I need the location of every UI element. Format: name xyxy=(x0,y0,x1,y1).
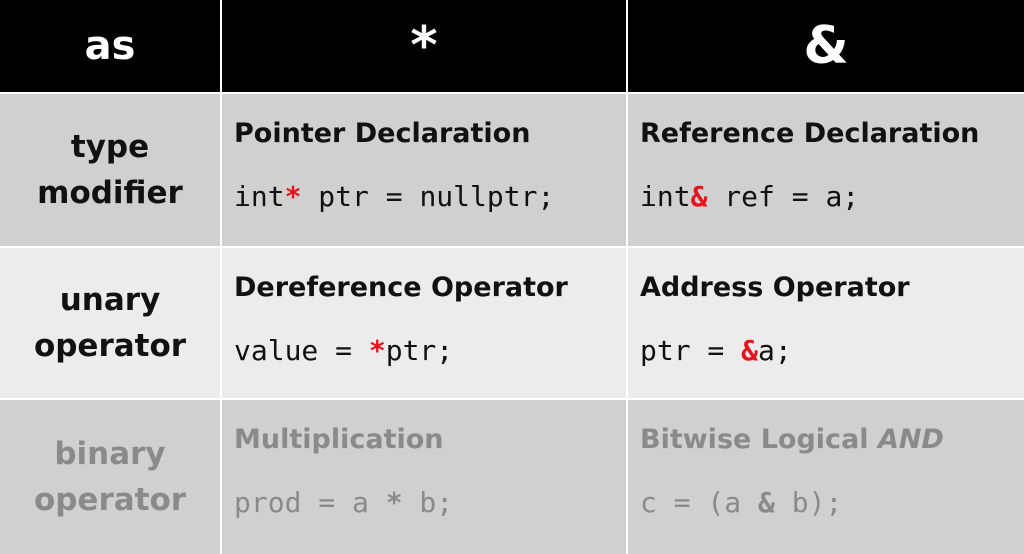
multiplication-title: Multiplication xyxy=(234,424,444,455)
bitwise-and-cell: Bitwise Logical AND c = (a & b); xyxy=(628,400,1024,554)
pointer-declaration-code: int* ptr = nullptr; xyxy=(234,180,555,213)
header-as-text: as xyxy=(84,23,136,69)
operator-highlight: & xyxy=(741,334,759,367)
operator-highlight: & xyxy=(690,180,708,213)
header-ampersand-text: & xyxy=(803,16,849,76)
reference-declaration-cell: Reference Declaration int& ref = a; xyxy=(628,94,1024,248)
label-line1: type xyxy=(70,129,150,165)
operator-symbol: & xyxy=(758,486,775,519)
label-line1: unary xyxy=(59,282,161,318)
row-type-modifier-label: type modifier xyxy=(0,94,222,248)
pointer-declaration-cell: Pointer Declaration int* ptr = nullptr; xyxy=(222,94,628,248)
multiplication-cell: Multiplication prod = a * b; xyxy=(222,400,628,554)
dereference-operator-code: value = *ptr; xyxy=(234,334,454,367)
dereference-operator-title: Dereference Operator xyxy=(234,272,568,303)
address-operator-title: Address Operator xyxy=(640,272,910,303)
pointer-declaration-title: Pointer Declaration xyxy=(234,118,531,149)
header-star: * xyxy=(222,0,628,94)
dereference-operator-cell: Dereference Operator value = *ptr; xyxy=(222,248,628,400)
reference-declaration-title: Reference Declaration xyxy=(640,118,980,149)
bitwise-and-code: c = (a & b); xyxy=(640,486,843,519)
header-star-text: * xyxy=(410,16,438,76)
label-line2: operator xyxy=(33,328,187,364)
row-unary-operator-label: unary operator xyxy=(0,248,222,400)
bitwise-and-title: Bitwise Logical AND xyxy=(640,424,944,455)
address-operator-code: ptr = &a; xyxy=(640,334,792,367)
operator-symbol: * xyxy=(385,486,403,519)
operator-highlight: * xyxy=(368,334,386,367)
address-operator-cell: Address Operator ptr = &a; xyxy=(628,248,1024,400)
header-ampersand: & xyxy=(628,0,1024,94)
multiplication-code: prod = a * b; xyxy=(234,486,454,519)
label-line2: modifier xyxy=(37,175,183,211)
label-line2: operator xyxy=(33,482,187,518)
reference-declaration-code: int& ref = a; xyxy=(640,180,860,213)
row-binary-operator-label: binary operator xyxy=(0,400,222,554)
operator-highlight: * xyxy=(284,180,302,213)
header-as: as xyxy=(0,0,222,94)
label-line1: binary xyxy=(54,436,166,472)
